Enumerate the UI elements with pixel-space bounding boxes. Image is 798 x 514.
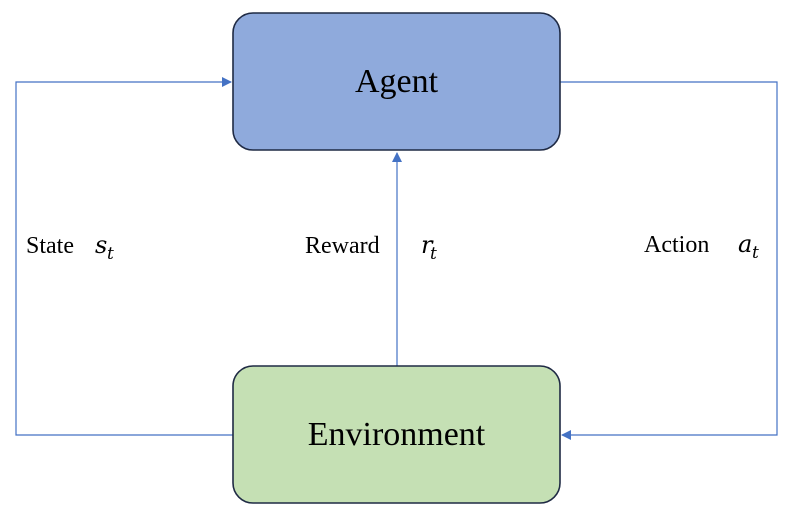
reward-subscript: t	[430, 244, 437, 264]
action-label: Action	[644, 232, 709, 258]
reward-symbol: r	[421, 231, 434, 259]
state-edge-line	[15, 77, 233, 436]
state-symbol: s	[95, 231, 107, 259]
agent-node: Agent	[232, 12, 561, 151]
agent-label: Agent	[355, 63, 439, 100]
environment-node: Environment	[232, 365, 561, 504]
environment-label: Environment	[308, 416, 486, 453]
action-symbol: a	[738, 230, 752, 258]
state-label: State	[26, 233, 74, 259]
action-subscript: t	[752, 243, 759, 263]
reward-label: Reward	[305, 233, 380, 259]
state-label-group: State s t	[26, 231, 114, 264]
environment-box	[232, 365, 561, 504]
action-edge-line	[560, 81, 778, 440]
action-label-group: Action a t	[644, 230, 759, 263]
state-subscript: t	[107, 244, 114, 264]
reward-label-group: Reward r t	[305, 231, 437, 264]
agent-box	[232, 12, 561, 151]
